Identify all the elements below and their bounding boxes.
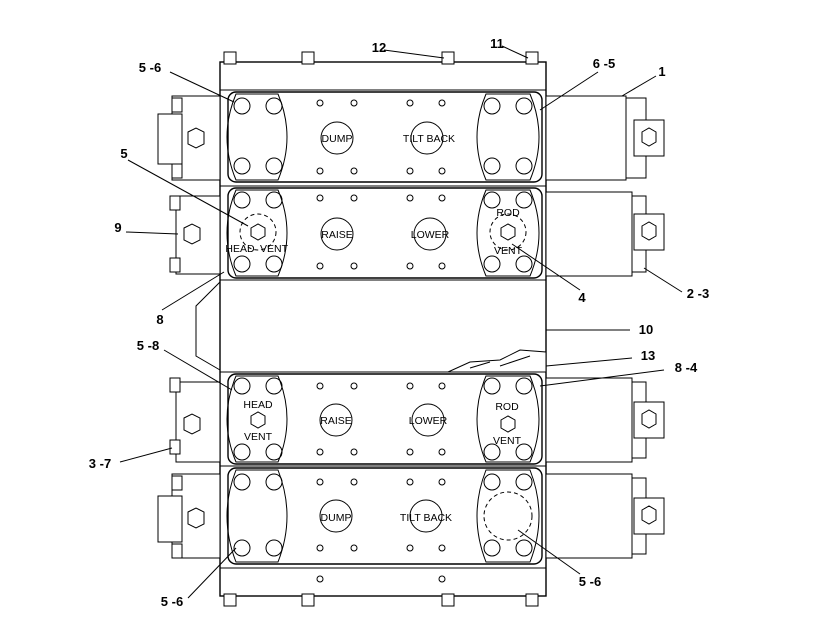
callout-5-6-top-left: 5 -6	[139, 60, 161, 75]
section-2-left-label: RAISE	[321, 229, 353, 241]
section-3-left-label: RAISE	[320, 415, 352, 427]
callout-10: 10	[639, 322, 653, 337]
top-bolts	[223, 51, 539, 65]
right-housings	[545, 95, 665, 559]
section-4-right-label: TILT BACK	[400, 512, 452, 524]
callout-12: 12	[372, 40, 386, 55]
section-3-port-head: HEAD	[243, 399, 273, 411]
section-2-port-rod: ROD	[496, 207, 520, 219]
leader-lines	[119, 45, 683, 599]
section-4-left-label: DUMP	[321, 512, 352, 524]
callout-13: 13	[641, 348, 655, 363]
callout-5-8: 5 -8	[137, 338, 159, 353]
section-2-raise-lower: RAISE LOWER HEAD VENT ROD VENT	[225, 187, 543, 279]
section-3-port-head-vent: VENT	[244, 431, 273, 443]
section-1-right-label: TILT BACK	[403, 133, 455, 145]
section-3-port-rod: ROD	[495, 401, 519, 413]
section-2-port-head: HEAD	[225, 243, 255, 255]
callout-6-5: 6 -5	[593, 56, 615, 71]
section-3-raise-lower: RAISE LOWER HEAD VENT ROD VENT	[226, 373, 543, 465]
callout-4: 4	[578, 290, 586, 305]
callout-3-7: 3 -7	[89, 456, 111, 471]
section-2-port-rod-vent: VENT	[494, 245, 523, 257]
callout-5-6-bottom-left: 5 -6	[161, 594, 183, 609]
callout-5-6-bottom-right: 5 -6	[579, 574, 601, 589]
section-2-right-label: LOWER	[411, 229, 450, 241]
callout-8: 8	[156, 312, 163, 327]
section-3-right-label: LOWER	[409, 415, 448, 427]
section-2-port-head-vent: VENT	[260, 243, 289, 255]
callout-9: 9	[114, 220, 121, 235]
section-3-port-rod-vent: VENT	[493, 435, 522, 447]
callout-labels: 5 -6 12 11 6 -5 1 5 9 8 4 2 -3 10 5 -8 1…	[89, 36, 709, 609]
section-1-left-label: DUMP	[322, 133, 353, 145]
bottom-bolts	[223, 593, 539, 607]
callout-5: 5	[120, 146, 127, 161]
callout-2-3: 2 -3	[687, 286, 709, 301]
callout-1: 1	[658, 64, 665, 79]
callout-11: 11	[490, 36, 504, 51]
section-4-dump-tiltback: DUMP TILT BACK	[226, 467, 543, 565]
left-housings	[157, 95, 221, 559]
callout-8-4: 8 -4	[675, 360, 698, 375]
section-1-dump-tiltback: DUMP TILT BACK	[226, 91, 543, 183]
